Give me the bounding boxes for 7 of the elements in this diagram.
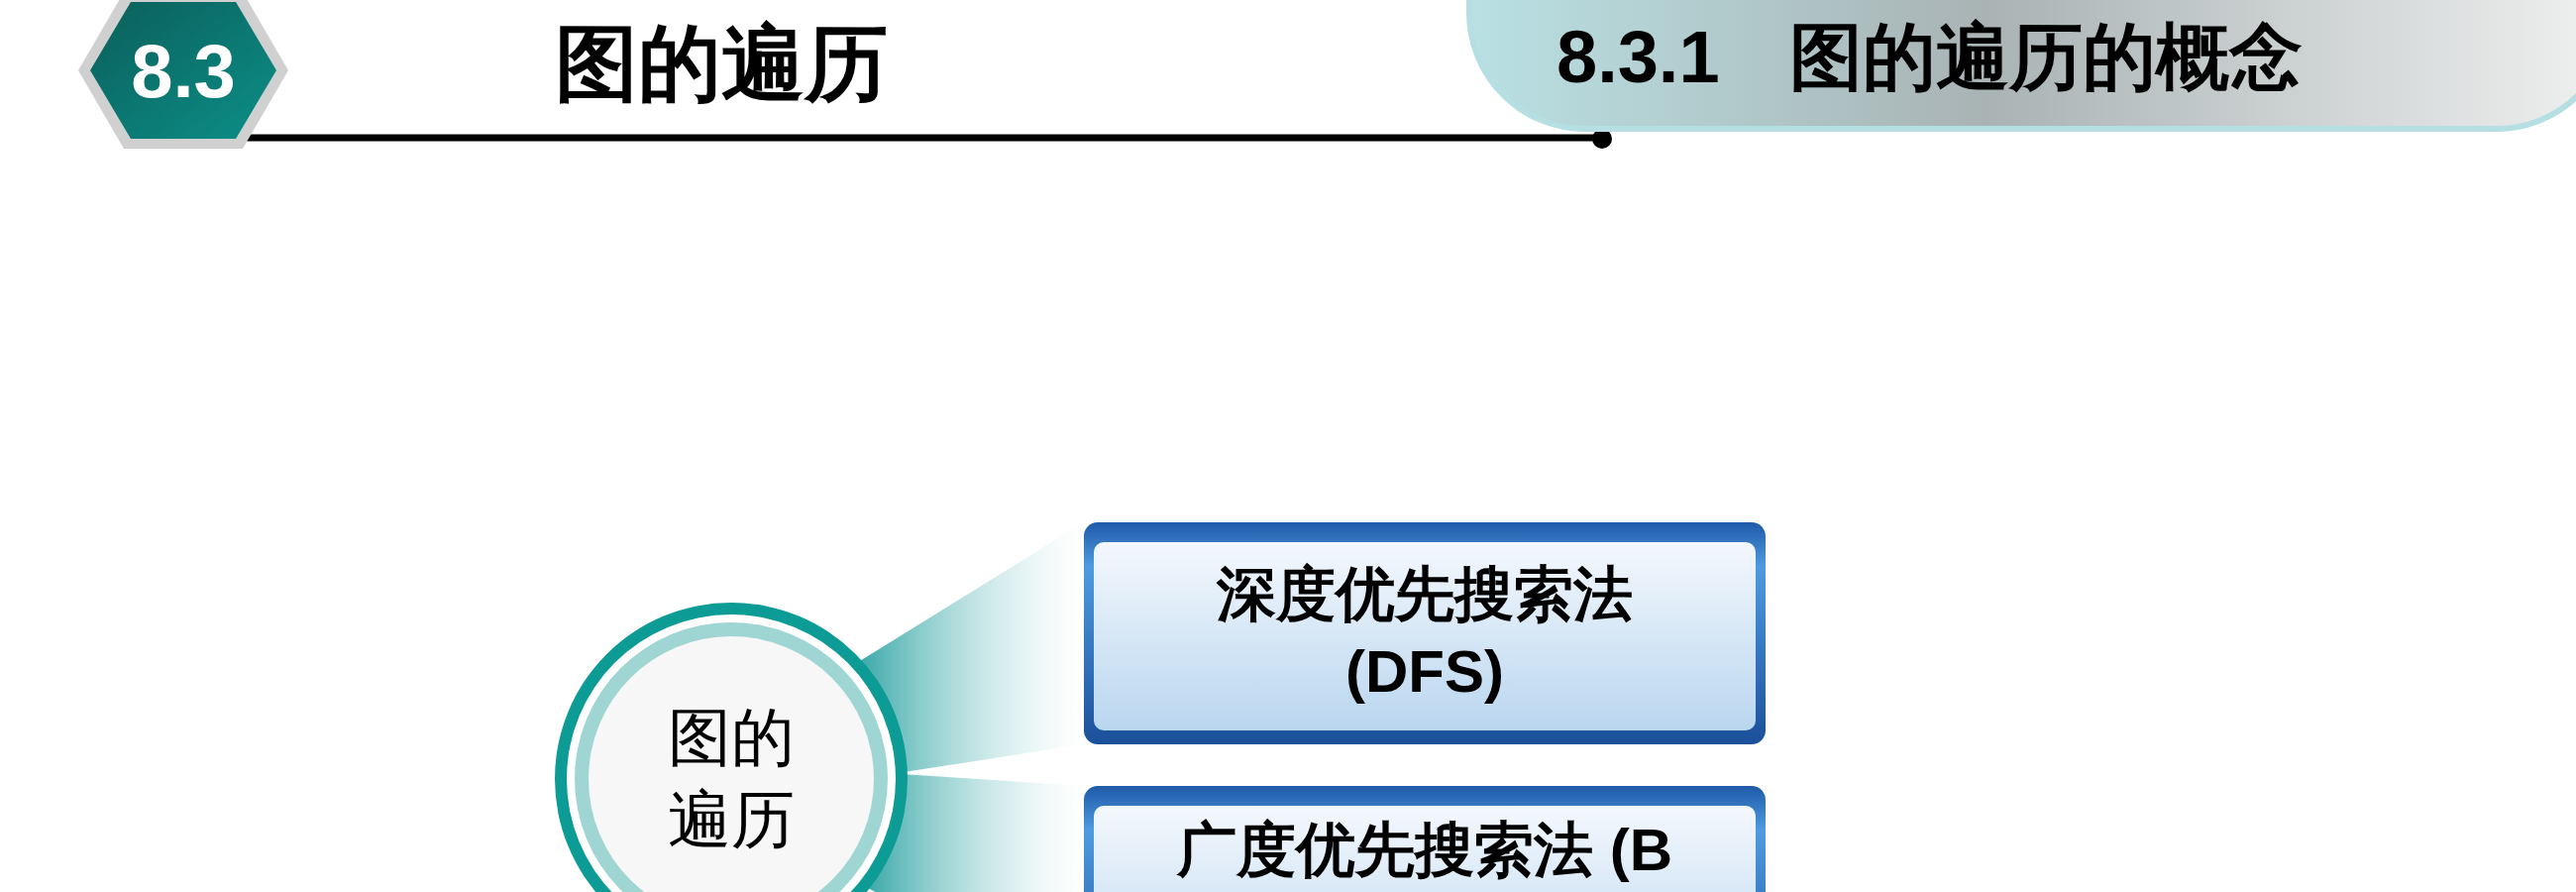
topic-label: 图的遍历 — [667, 699, 796, 858]
page-title: 图的遍历 — [555, 14, 888, 114]
method-label: 广度优先搜索法 (B — [1175, 816, 1673, 885]
section-number: 8.3 — [131, 27, 236, 114]
section-title: 图的遍历的概念 — [1788, 19, 2303, 96]
method-label: 深度优先搜索法 (DFS) — [1216, 560, 1634, 707]
section-number: 8.3.1 — [1556, 19, 1720, 96]
